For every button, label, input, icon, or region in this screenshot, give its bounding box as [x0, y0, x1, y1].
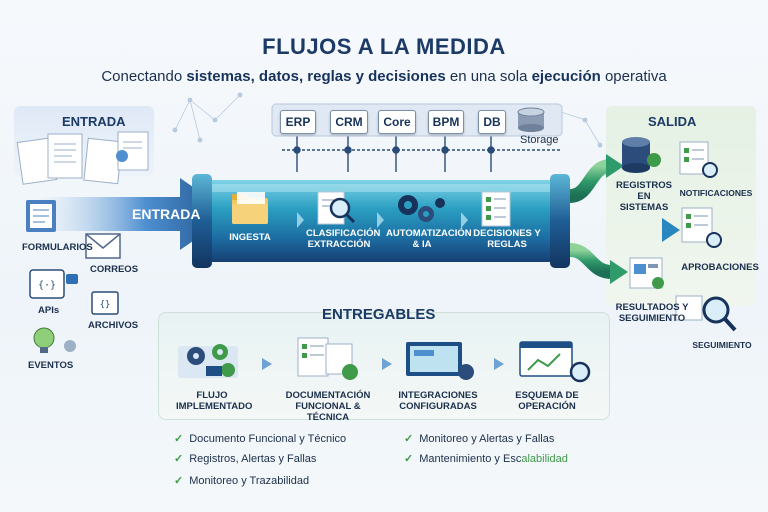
api-icon: {·}: [29, 269, 78, 299]
subtitle-bold-1: sistemas, datos, reglas y decisiones: [186, 68, 446, 85]
pipe-ring-right: [550, 174, 570, 268]
lightbulb-icon: [33, 327, 76, 353]
forms-icon: [26, 200, 56, 232]
output-resultados-label: RESULTADOS Y SEGUIMIENTO: [615, 302, 689, 324]
subtitle-part-2: en una sola: [445, 68, 532, 85]
system-chip-erp: ERP: [280, 110, 316, 134]
system-chip-core: Core: [378, 110, 416, 134]
step-clasificacion-label: CLASIFICACIÓN EXTRACCIÓN: [306, 228, 381, 250]
folder-icon: [232, 192, 268, 224]
pipe-ring-left: [192, 174, 212, 268]
checklist-item: ✓Mantenimiento y Escalabilidad: [404, 453, 568, 465]
source-events-label: EVENTOS: [28, 360, 74, 371]
deliverable-operation-label: ESQUEMA DE OPERACIÓN: [515, 390, 579, 412]
checklist-item-text: Registros, Alertas y Fallas: [189, 453, 317, 465]
svg-text:{·}: {·}: [38, 280, 56, 291]
page-title: FLUJOS A LA MEDIDA: [262, 34, 506, 59]
system-chip-bpm: BPM: [428, 110, 464, 134]
checklist-item-text: Monitoreo y Trazabilidad: [189, 475, 310, 487]
checklist-item: ✓Documento Funcional y Técnico: [174, 433, 347, 445]
entrada-arrow-label: ENTRADA: [132, 206, 201, 222]
subtitle-part-3: operativa: [600, 68, 667, 85]
documentation-icon: [297, 337, 358, 380]
system-connectors: [282, 134, 560, 172]
envelope-icon: [85, 233, 121, 259]
operation-scheme-icon: [519, 341, 591, 383]
entrada-header: ENTRADA: [62, 114, 126, 129]
output-pipe-1: [568, 159, 612, 203]
deliverable-docs-label: DOCUMENTACIÓN FUNCIONAL & TÉCNICA: [285, 390, 371, 423]
step-automatizacion-label: AUTOMATIZACIÓN & IA: [386, 228, 472, 250]
storage-label: Storage: [520, 134, 559, 146]
system-chip-db: DB: [478, 110, 506, 134]
approvals-icon: [681, 207, 722, 248]
checklist-item-text-a: Mantenimiento y Esc: [419, 453, 522, 465]
files-icon: {}: [91, 291, 119, 315]
gears-icon: [398, 195, 445, 222]
source-files-label: ARCHIVOS: [88, 320, 139, 331]
step-dividers: [297, 212, 468, 228]
entrada-arrow: [40, 178, 232, 250]
subtitle-bold-2: ejecución: [531, 68, 601, 85]
notification-doc-icon: [679, 141, 718, 178]
checklist-item: ✓Monitoreo y Alertas y Fallas: [404, 433, 555, 445]
source-emails-label: CORREOS: [90, 264, 139, 275]
source-apis-label: APIs: [38, 305, 60, 316]
checklist-item-text-b: alabilidad: [521, 453, 568, 465]
checklist-item: ✓Registros, Alertas y Fallas: [174, 453, 317, 465]
page-subtitle: Conectando sistemas, datos, reglas y dec…: [0, 68, 768, 85]
entregable-dividers: [262, 358, 504, 370]
deliverable-integrations-label: INTEGRACIONES CONFIGURADAS: [398, 390, 478, 412]
subtitle-part-1: Conectando: [101, 68, 187, 85]
checklist-item-text: Documento Funcional y Técnico: [189, 433, 347, 445]
deliverable-flow-label: FLUJO IMPLEMENTADO: [176, 390, 253, 412]
step-ingesta-label: INGESTA: [229, 232, 271, 243]
svg-text:{}: {}: [100, 300, 111, 310]
results-icon: [629, 257, 664, 289]
checklist-item: ✓Monitoreo y Trazabilidad: [174, 475, 310, 487]
magnifier-doc-icon: [317, 191, 356, 225]
database-icon: [622, 137, 661, 173]
implemented-flow-icon: [178, 344, 238, 378]
checklist-item-text: Monitoreo y Alertas y Fallas: [419, 433, 555, 445]
step-decisiones-label: DECISIONES Y REGLAS: [473, 228, 541, 250]
output-seguimiento-label: SEGUIMIENTO: [692, 340, 752, 350]
documents-stack-icon: [16, 131, 149, 185]
integrations-icon: [406, 342, 474, 380]
output-pipe-3: [569, 243, 613, 279]
output-notificaciones-label: NOTIFICACIONES: [679, 188, 753, 198]
storage-icon: [517, 107, 545, 132]
source-forms-label: FORMULARIOS: [22, 242, 93, 253]
salida-header: SALIDA: [648, 114, 697, 129]
checklist-icon: [481, 191, 511, 227]
tracking-magnifier-icon: [675, 295, 737, 332]
system-chip-crm: CRM: [330, 110, 368, 134]
output-registros-label: REGISTROS EN SISTEMAS: [616, 180, 672, 213]
entregables-header: ENTREGABLES: [322, 306, 436, 323]
output-aprobaciones-label: APROBACIONES: [681, 262, 759, 273]
